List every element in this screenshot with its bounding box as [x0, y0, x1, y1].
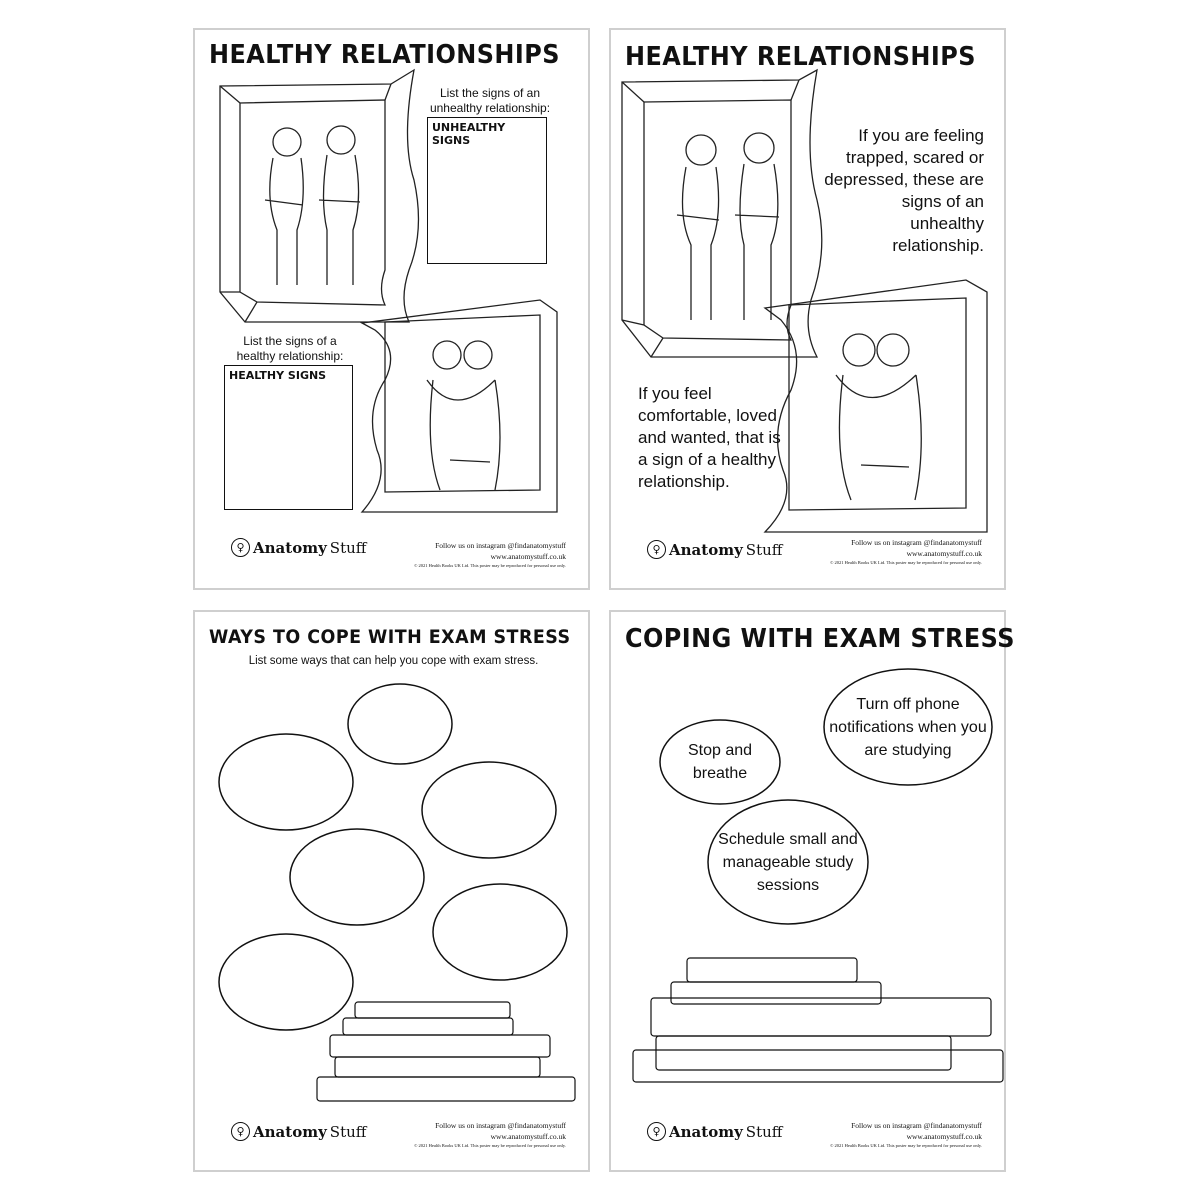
tip-stop-breathe: Stop and breathe — [687, 742, 753, 782]
poster-title: WAYS TO COPE WITH EXAM STRESS — [209, 626, 571, 648]
logo-icon: ♀ — [231, 538, 250, 557]
unhealthy-signs-text: If you are feeling trapped, scared or de… — [824, 126, 984, 255]
footer-copyright: © 2021 Health Books UK Ltd. This poster … — [829, 560, 982, 565]
answer-oval — [289, 828, 425, 926]
book-stack-icon — [316, 1001, 576, 1102]
footer-website: www.anatomystuff.co.uk — [906, 549, 982, 558]
unhealthy-signs-box[interactable]: UNHEALTHY SIGNS — [427, 117, 547, 264]
tip-schedule: Schedule small and manageable study sess… — [718, 830, 858, 894]
footer-website: www.anatomystuff.co.uk — [490, 1132, 566, 1141]
footer-info: Follow us on instagram @findanatomystuff… — [316, 540, 566, 570]
logo-bold: Anatomy — [253, 1122, 327, 1141]
tip-notifications: Turn off phone notifications when you ar… — [829, 695, 987, 759]
healthy-signs-box[interactable]: HEALTHY SIGNS — [224, 365, 353, 510]
poster-subtitle: List some ways that can help you cope wi… — [248, 655, 539, 667]
poster-healthy-relationships-worksheet: HEALTHY RELATIONSHIPS List the signs of … — [193, 28, 590, 590]
poster-title: COPING WITH EXAM STRESS — [625, 624, 1015, 654]
answer-oval — [432, 883, 568, 981]
healthy-signs-label: HEALTHY SIGNS — [229, 369, 327, 382]
logo-light: Stuff — [329, 1122, 367, 1141]
footer-copyright: © 2021 Health Books UK Ltd. This poster … — [829, 1143, 982, 1148]
unhealthy-signs-label: UNHEALTHY SIGNS — [432, 121, 506, 147]
logo-icon: ♀ — [231, 1122, 250, 1141]
logo-icon: ♀ — [647, 1122, 666, 1141]
footer-website: www.anatomystuff.co.uk — [906, 1132, 982, 1141]
poster-exam-stress-worksheet: WAYS TO COPE WITH EXAM STRESS List some … — [193, 610, 590, 1172]
answer-ovals — [218, 683, 576, 1102]
illustration-couples-frames — [219, 68, 558, 513]
answer-oval — [421, 761, 557, 859]
footer-follow: Follow us on instagram @findanatomystuff — [851, 1121, 982, 1130]
tip-oval — [823, 668, 993, 786]
poster-healthy-relationships-info: HEALTHY RELATIONSHIPS If you are feeling… — [609, 28, 1006, 590]
healthy-signs-text: If you feel comfortable, loved and wante… — [638, 384, 781, 491]
footer-follow: Follow us on instagram @findanatomystuff — [435, 541, 566, 550]
healthy-prompt: List the signs of a healthy relationship… — [236, 334, 344, 363]
footer-info: Follow us on instagram @findanatomystuff… — [316, 1120, 566, 1150]
answer-oval — [218, 733, 354, 831]
tip-oval — [659, 719, 781, 805]
logo-light: Stuff — [745, 1122, 783, 1141]
illustration-couples-frames — [621, 68, 988, 533]
logo-light: Stuff — [745, 540, 783, 559]
footer-info: Follow us on instagram @findanatomystuff… — [732, 537, 982, 567]
answer-oval — [218, 933, 354, 1031]
logo-light: Stuff — [329, 538, 367, 557]
logo-icon: ♀ — [647, 540, 666, 559]
poster-exam-stress-info: COPING WITH EXAM STRESS Stop and breathe… — [609, 610, 1014, 1172]
unhealthy-prompt: List the signs of an unhealthy relations… — [429, 86, 551, 115]
footer-follow: Follow us on instagram @findanatomystuff — [851, 538, 982, 547]
tip-ovals — [632, 668, 1004, 1083]
logo-bold: Anatomy — [669, 1122, 743, 1141]
book-stack-icon — [632, 957, 1004, 1083]
answer-oval — [347, 683, 453, 765]
poster-title: HEALTHY RELATIONSHIPS — [625, 42, 976, 72]
logo-bold: Anatomy — [669, 540, 743, 559]
poster-title: HEALTHY RELATIONSHIPS — [209, 40, 560, 70]
footer-copyright: © 2021 Health Books UK Ltd. This poster … — [413, 1143, 566, 1148]
footer-info: Follow us on instagram @findanatomystuff… — [732, 1120, 982, 1150]
tip-oval — [707, 799, 869, 925]
footer-copyright: © 2021 Health Books UK Ltd. This poster … — [413, 563, 566, 568]
logo-bold: Anatomy — [253, 538, 327, 557]
footer-website: www.anatomystuff.co.uk — [490, 552, 566, 561]
footer-follow: Follow us on instagram @findanatomystuff — [435, 1121, 566, 1130]
